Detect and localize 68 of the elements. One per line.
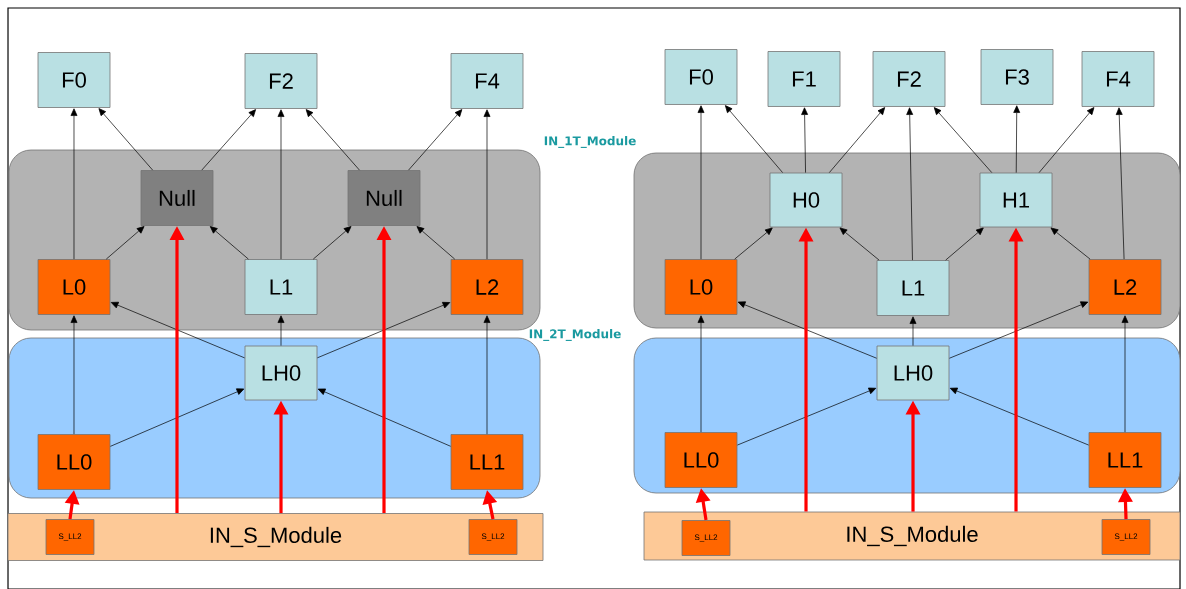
output-box: F0 [37, 52, 111, 108]
process-box: L2 [450, 259, 524, 315]
module-label: IN_2T_Module [529, 329, 621, 341]
input-box: S_LL2 [45, 519, 95, 555]
process-box: LL1 [1088, 432, 1162, 488]
arrow [697, 105, 705, 260]
arrow [1115, 107, 1125, 260]
arrow [933, 107, 993, 173]
process-box: LL1 [450, 434, 524, 490]
arrow [70, 315, 78, 435]
arrow [801, 107, 808, 173]
arrow [697, 315, 705, 433]
arrow [98, 108, 153, 171]
arrow [945, 227, 984, 261]
output-box: F4 [1081, 51, 1155, 107]
output-box: F3 [980, 49, 1054, 105]
process-box: LL0 [664, 432, 738, 488]
input-box: S_LL2 [1101, 519, 1151, 555]
process-box: L1 [244, 259, 318, 315]
output-box: F2 [872, 51, 946, 107]
process-box: L0 [664, 259, 738, 315]
arrow [305, 109, 360, 171]
arrow [277, 315, 285, 346]
arrow [483, 315, 491, 435]
arrow [906, 107, 914, 261]
arrow [737, 301, 877, 359]
arrow [105, 226, 145, 260]
arrow [1013, 105, 1021, 173]
arrow [408, 109, 463, 171]
input-box: S_LL2 [468, 519, 518, 555]
arrow [312, 226, 352, 260]
process-box: L1 [876, 260, 950, 316]
arrow [70, 108, 78, 260]
process-box: L2 [1088, 259, 1162, 315]
arrow [949, 301, 1089, 359]
process-box: L0 [37, 259, 111, 315]
arrow [1038, 107, 1095, 173]
arrow [725, 105, 783, 173]
arrow [483, 109, 491, 260]
arrow [909, 316, 917, 346]
arrow [110, 388, 245, 447]
null-box: Null [140, 170, 214, 226]
process-box: LL0 [37, 434, 111, 490]
output-box: F0 [664, 49, 738, 105]
arrow [1050, 227, 1091, 260]
module-label: IN_1T_Module [544, 136, 636, 148]
process-box: LH0 [244, 345, 318, 401]
output-box: F4 [450, 53, 524, 109]
arrow [110, 301, 245, 359]
process-box: H1 [979, 172, 1053, 228]
arrow [277, 109, 285, 260]
arrow [828, 107, 886, 173]
arrow [734, 227, 773, 260]
process-box: H0 [769, 172, 843, 228]
arrow [1121, 315, 1129, 433]
arrow [737, 387, 877, 446]
arrow [209, 226, 249, 260]
input-box: S_LL2 [681, 520, 731, 556]
process-box: LH0 [876, 345, 950, 401]
null-box: Null [347, 170, 421, 226]
output-box: F1 [767, 51, 841, 107]
arrow [949, 387, 1089, 446]
arrow [201, 109, 256, 171]
arrow [839, 227, 880, 261]
arrow [317, 388, 451, 447]
output-box: F2 [244, 53, 318, 109]
arrow [416, 226, 456, 260]
arrow [317, 301, 451, 359]
